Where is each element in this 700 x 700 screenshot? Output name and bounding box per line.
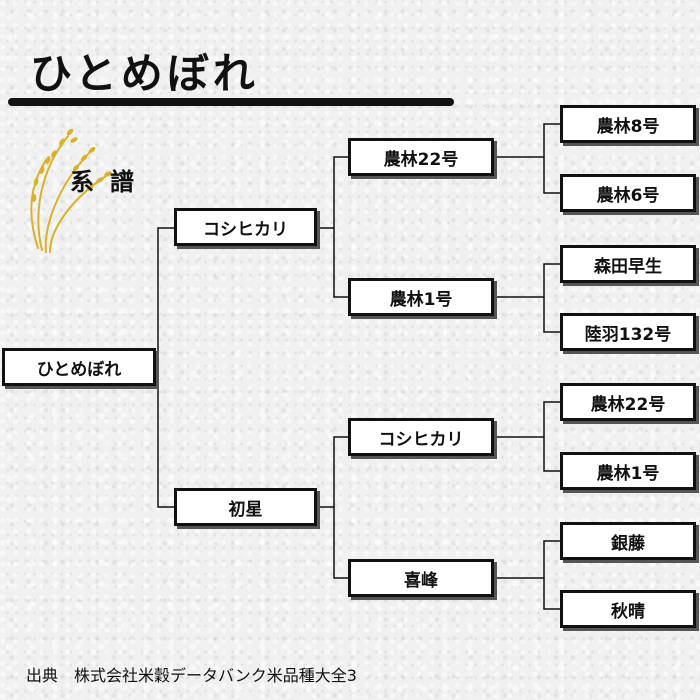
title-underline <box>8 98 454 106</box>
pedigree-node-grandparent: コシヒカリ <box>348 418 494 456</box>
page-title: ひとめぼれ <box>30 49 259 98</box>
rice-ear-icon <box>30 128 112 253</box>
section-subtitle: 系譜 <box>70 168 150 196</box>
pedigree-node-great-grandparent: 農林22号 <box>560 383 696 421</box>
pedigree-node-parent: コシヒカリ <box>174 208 317 246</box>
pedigree-node-great-grandparent: 農林8号 <box>560 105 696 143</box>
source-credit: 出典 株式会社米穀データバンク米品種大全3 <box>26 666 357 685</box>
pedigree-node-grandparent: 農林22号 <box>348 138 494 176</box>
pedigree-node-grandparent: 農林1号 <box>348 278 494 316</box>
pedigree-node-great-grandparent: 農林6号 <box>560 174 696 212</box>
pedigree-node-great-grandparent: 陸羽132号 <box>560 313 696 351</box>
pedigree-node-root: ひとめぼれ <box>2 348 156 386</box>
pedigree-node-parent: 初星 <box>174 488 317 526</box>
pedigree-node-great-grandparent: 農林1号 <box>560 452 696 490</box>
pedigree-node-great-grandparent: 森田早生 <box>560 245 696 283</box>
pedigree-node-great-grandparent: 銀藤 <box>560 522 696 560</box>
pedigree-node-grandparent: 喜峰 <box>348 559 494 597</box>
pedigree-node-great-grandparent: 秋晴 <box>560 590 696 628</box>
